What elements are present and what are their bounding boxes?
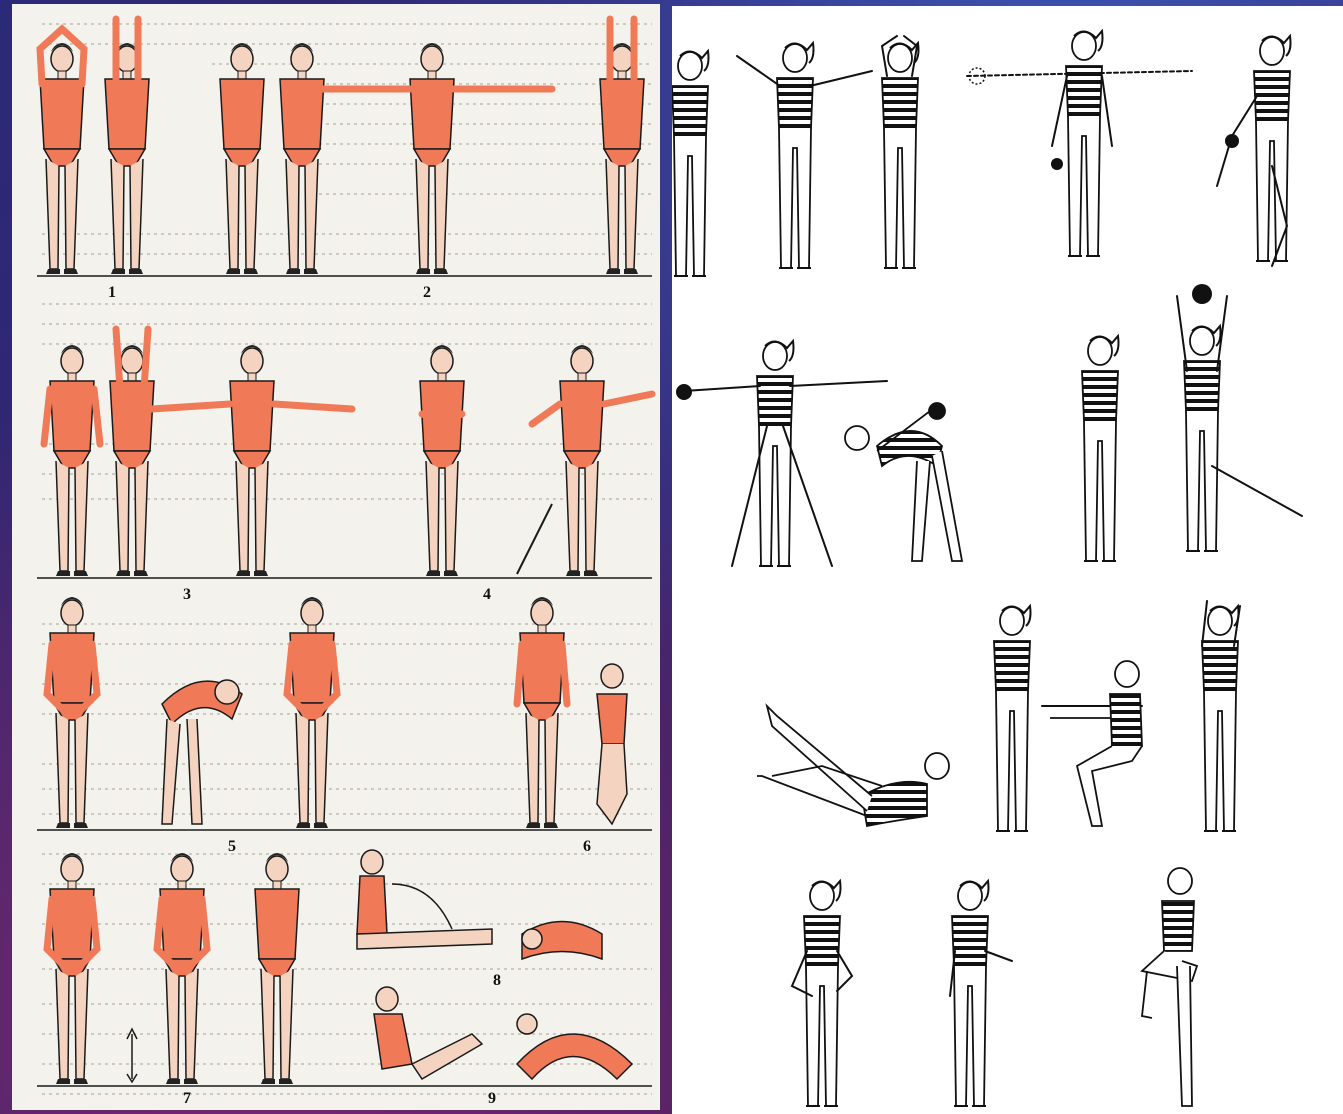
figure-label-3: 3 bbox=[177, 586, 197, 604]
figure-label-6: 6 bbox=[577, 838, 597, 856]
figure-label-4: 4 bbox=[477, 586, 497, 604]
figure-label-9: 9 bbox=[482, 1090, 502, 1108]
textbook-page-left: 1 2 3 4 5 6 7 8 9 bbox=[12, 4, 660, 1110]
figure-label-7: 7 bbox=[177, 1090, 197, 1108]
figure-label-1: 1 bbox=[102, 284, 122, 302]
figure-label-5: 5 bbox=[222, 838, 242, 856]
striped-figures-illustration bbox=[672, 6, 1343, 1114]
exercise-illustrations-right bbox=[672, 6, 1343, 1114]
figure-label-8: 8 bbox=[487, 972, 507, 990]
figure-label-2: 2 bbox=[417, 284, 437, 302]
textbook-illustration bbox=[12, 4, 660, 1110]
